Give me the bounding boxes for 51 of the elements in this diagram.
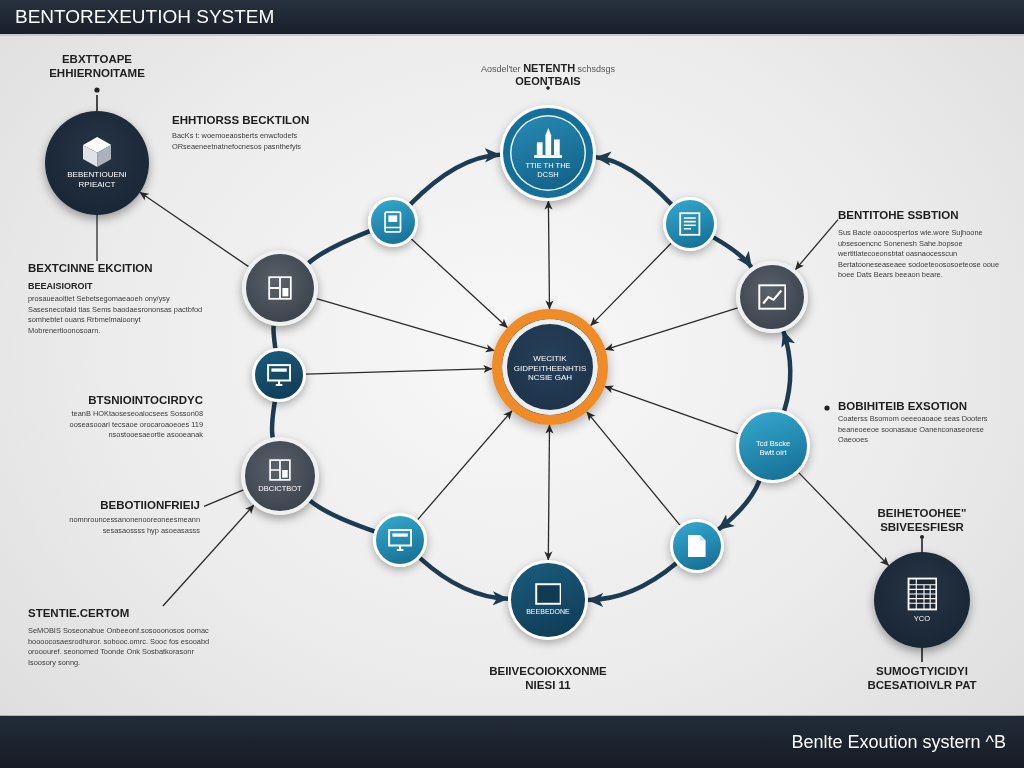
arrow [305, 364, 493, 375]
arrow [712, 235, 754, 269]
arrow [410, 238, 509, 329]
arrow [589, 242, 672, 327]
node-circle [670, 519, 724, 573]
arrow [781, 330, 795, 412]
arrow [794, 218, 839, 271]
arrow [604, 385, 739, 435]
node-label: WECITIK GIDPEITHEENHTIS NCSIE GAH [512, 354, 588, 383]
arrow [595, 152, 673, 206]
node-circle [368, 197, 418, 247]
arrow [408, 148, 501, 206]
arrow [139, 191, 250, 268]
arrow [162, 504, 255, 607]
connector-line [307, 229, 371, 265]
section-heading: EHHTIORSS BECKTILON [172, 113, 310, 127]
leader-line [203, 489, 245, 508]
section-heading: BOBIHITEIB EXSOTION [838, 399, 968, 413]
connector-line [308, 499, 376, 534]
section-heading: BENTITOHE SSBTION [838, 208, 959, 222]
arrow [315, 298, 495, 353]
section-heading: BEXTCINNE EKCITION [28, 261, 153, 275]
arrow [544, 424, 554, 561]
hub-circle [492, 309, 608, 425]
arrow [587, 561, 678, 607]
node-heading: Aosdel'ter NETENTH schsdsgs OEONTBAIS [479, 62, 617, 88]
arrow [798, 471, 890, 567]
node-label: BEBENTIOUENI RPIEAICT [66, 169, 128, 190]
footer-text: Benlte Exoution systern ^B [791, 731, 1006, 753]
connector-line [269, 401, 278, 438]
node-heading: BEIHETOOHEE" SBIVEESFIESR [876, 506, 968, 534]
arrow [544, 200, 554, 310]
section-heading: BTSNIOINTOCIRDYC [88, 393, 203, 407]
node-caption: SUMOGTYICIDYI BCESATIOIVLR PAT [866, 664, 978, 692]
arrow [604, 307, 739, 351]
leader-line [96, 214, 98, 262]
node-caption: BEIIVECOIOKXONME NIESI 11 [488, 664, 608, 692]
arrow [586, 411, 681, 526]
title: BENTOREXEUTIOH SYSTEM [15, 6, 275, 28]
arrow [418, 556, 509, 605]
subheading: BEEAISIOROIT [28, 281, 93, 291]
node-circle [736, 409, 810, 483]
node-circle [252, 348, 306, 402]
arrow [717, 479, 762, 532]
node-circle [663, 197, 717, 251]
arrow [417, 410, 513, 521]
node-heading: EBXTTOAPE EHHIERNOITAME [48, 52, 146, 80]
connector-line [271, 325, 278, 349]
node-circle [373, 513, 427, 567]
section-heading: STENTIE.CERTOM [28, 606, 130, 620]
section-heading: BEBOTIIONFRIEIJ [100, 498, 200, 512]
